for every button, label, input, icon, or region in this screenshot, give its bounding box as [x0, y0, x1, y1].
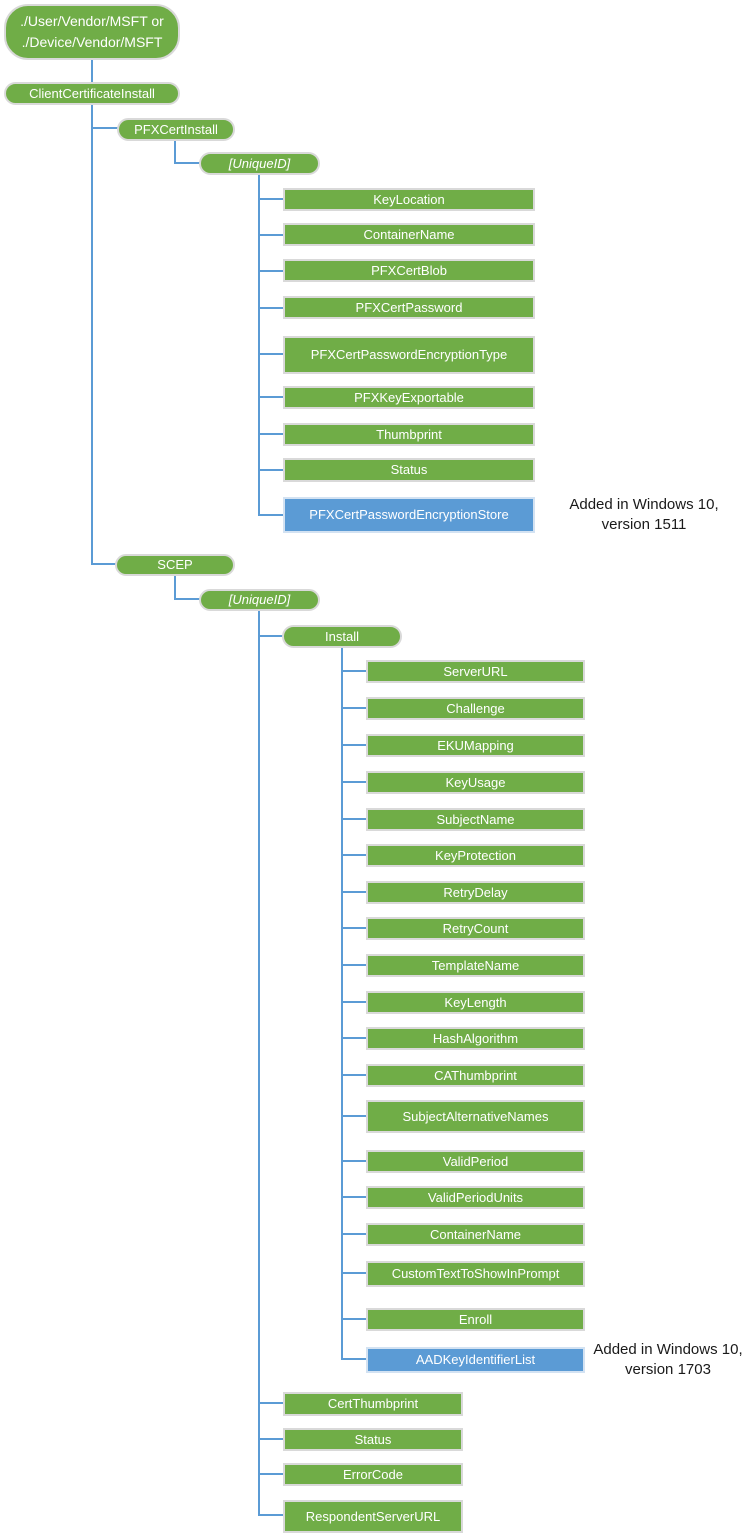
node-thumbprint: Thumbprint: [283, 423, 535, 446]
connector-line: [341, 1001, 367, 1003]
connector-line: [341, 854, 367, 856]
connector-line: [258, 1402, 284, 1404]
node-retrydelay: RetryDelay: [366, 881, 585, 904]
node-respondentserverurl: RespondentServerURL: [283, 1500, 463, 1533]
node-cathumbprint: CAThumbprint: [366, 1064, 585, 1087]
node-containername-scep: ContainerName: [366, 1223, 585, 1246]
node-install: Install: [282, 625, 402, 648]
connector-line: [174, 162, 200, 164]
connector-line: [91, 127, 118, 129]
node-pfxcertinstall: PFXCertInstall: [117, 118, 235, 141]
node-pfxkeyexportable: PFXKeyExportable: [283, 386, 535, 409]
connector-line: [258, 234, 284, 236]
connector-line: [258, 1514, 284, 1516]
node-status-scep: Status: [283, 1428, 463, 1451]
node-enroll: Enroll: [366, 1308, 585, 1331]
connector-line: [341, 1037, 367, 1039]
node-customtexttoshowinprompt: CustomTextToShowInPrompt: [366, 1261, 585, 1287]
connector-line: [174, 598, 200, 600]
connector-line: [341, 964, 367, 966]
node-retrycount: RetryCount: [366, 917, 585, 940]
node-scep: SCEP: [115, 554, 235, 576]
connector-line: [341, 1358, 367, 1360]
annotation-added-windows10-1511: Added in Windows 10, version 1511: [569, 496, 719, 533]
connector-line: [91, 563, 116, 565]
node-subjectalternativenames: SubjectAlternativeNames: [366, 1100, 585, 1133]
connector-line: [341, 1318, 367, 1320]
connector-line: [341, 707, 367, 709]
node-pfxcertpasswordencryptiontype: PFXCertPasswordEncryptionType: [283, 336, 535, 374]
connector-line: [341, 1196, 367, 1198]
connector-line: [341, 1272, 367, 1274]
connector-line: [258, 270, 284, 272]
connector-line: [258, 307, 284, 309]
node-validperiod: ValidPeriod: [366, 1150, 585, 1173]
connector-line: [91, 60, 93, 82]
connector-line: [341, 1233, 367, 1235]
node-challenge: Challenge: [366, 697, 585, 720]
connector-line: [341, 781, 367, 783]
node-aadkeyidentifierlist: AADKeyIdentifierList: [366, 1347, 585, 1373]
connector-line: [258, 175, 260, 516]
node-pfxcertpasswordencryptionstore: PFXCertPasswordEncryptionStore: [283, 497, 535, 533]
node-pfxcertpassword: PFXCertPassword: [283, 296, 535, 319]
connector-line: [341, 818, 367, 820]
node-serverurl: ServerURL: [366, 660, 585, 683]
node-ekumapping: EKUMapping: [366, 734, 585, 757]
node-keyprotection: KeyProtection: [366, 844, 585, 867]
connector-line: [341, 927, 367, 929]
connector-line: [341, 1074, 367, 1076]
node-templatename: TemplateName: [366, 954, 585, 977]
node-certthumbprint: CertThumbprint: [283, 1392, 463, 1416]
connector-line: [341, 1160, 367, 1162]
node-keylength: KeyLength: [366, 991, 585, 1014]
node-uniqueid-pfx: [UniqueID]: [199, 152, 320, 175]
connector-line: [258, 1438, 284, 1440]
node-errorcode: ErrorCode: [283, 1463, 463, 1486]
node-subjectname: SubjectName: [366, 808, 585, 831]
node-status-pfx: Status: [283, 458, 535, 482]
connector-line: [258, 396, 284, 398]
node-keyusage: KeyUsage: [366, 771, 585, 794]
node-hashalgorithm: HashAlgorithm: [366, 1027, 585, 1050]
annotation-added-windows10-1703: Added in Windows 10, version 1703: [593, 1341, 743, 1378]
connector-line: [341, 670, 367, 672]
node-keylocation: KeyLocation: [283, 188, 535, 211]
connector-line: [91, 104, 93, 565]
connector-line: [341, 648, 343, 1360]
connector-line: [341, 744, 367, 746]
connector-line: [258, 514, 284, 516]
connector-line: [174, 576, 176, 599]
node-uniqueid-scep: [UniqueID]: [199, 589, 320, 611]
connector-line: [258, 433, 284, 435]
connector-line: [258, 1473, 284, 1475]
connector-line: [258, 469, 284, 471]
connector-line: [341, 1115, 367, 1117]
connector-line: [258, 611, 260, 1516]
node-containername: ContainerName: [283, 223, 535, 246]
node-pfxcertblob: PFXCertBlob: [283, 259, 535, 282]
connector-line: [258, 635, 283, 637]
connector-line: [258, 198, 284, 200]
node-validperiodunits: ValidPeriodUnits: [366, 1186, 585, 1209]
node-clientcertificateinstall: ClientCertificateInstall: [4, 82, 180, 105]
connector-line: [341, 891, 367, 893]
connector-line: [258, 353, 284, 355]
connector-line: [174, 141, 176, 164]
node-root-path: ./User/Vendor/MSFT or ./Device/Vendor/MS…: [4, 4, 180, 60]
